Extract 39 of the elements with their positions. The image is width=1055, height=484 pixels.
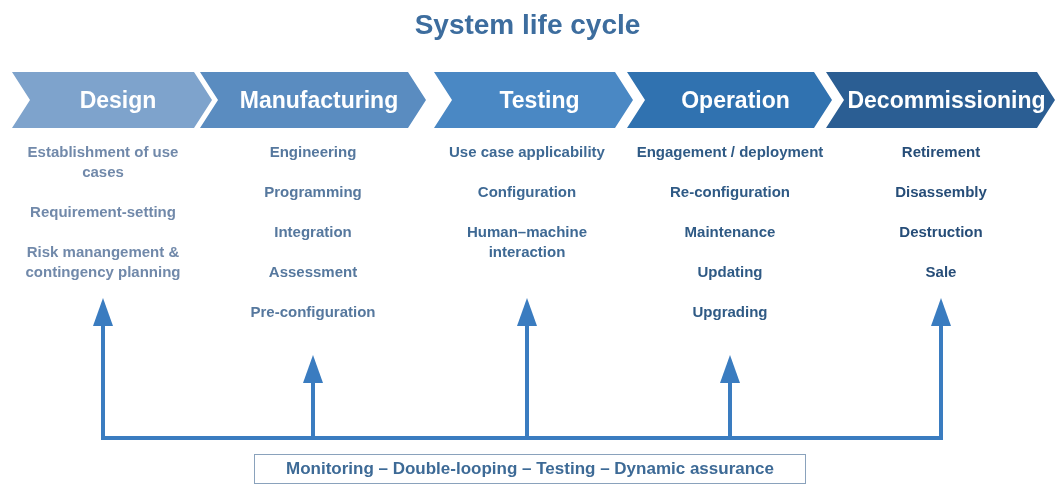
activity-text: Maintenance: [684, 222, 776, 242]
arrow: [517, 298, 537, 438]
activity-text: Pre-configuration: [250, 302, 376, 322]
chevron-step: [200, 72, 426, 128]
activity-text: Updating: [697, 262, 763, 282]
activity-text: Retirement: [901, 142, 981, 162]
activity-text: Engineering: [269, 142, 357, 162]
activity-text: Re-configuration: [670, 182, 790, 202]
activity-text: Upgrading: [692, 302, 768, 322]
trunk-line: [101, 436, 943, 440]
activity-text: Disassembly: [895, 182, 987, 202]
chevron-step: [12, 72, 212, 128]
activity-text: Engagement / deployment: [636, 142, 824, 162]
activity-text: Sale: [925, 262, 957, 282]
assurance-box: [254, 454, 806, 484]
activity-text: Requirement-setting: [30, 202, 176, 222]
activity-text: Use case applicability: [449, 142, 605, 162]
activity-text: Integration: [274, 222, 352, 242]
activity-text: Programming: [264, 182, 362, 202]
chevron-step: [627, 72, 832, 128]
activity-text: Human–machine interaction: [465, 222, 588, 262]
step-title: Decommissioning: [846, 85, 1046, 115]
activity-text: Destruction: [899, 222, 983, 242]
arrow: [720, 355, 740, 438]
chevron-step: [434, 72, 633, 128]
arrow: [303, 355, 323, 438]
assurance-text: Monitoring – Double-looping – Testing – Dynamic assurance: [286, 458, 774, 481]
activity-text: Risk manangement & contingency planning: [24, 242, 182, 282]
step-title: Operation: [680, 85, 790, 115]
diagram-title: System life cycle: [413, 8, 642, 42]
activity-text: Configuration: [477, 182, 577, 202]
step-title: Testing: [498, 85, 580, 115]
activity-text: Assessment: [268, 262, 358, 282]
arrow: [931, 298, 951, 438]
chevron-step: [826, 72, 1055, 128]
step-title: Design: [78, 85, 157, 115]
arrow: [93, 298, 113, 438]
step-title: Manufacturing: [238, 85, 399, 115]
activity-text: Establishment of use cases: [26, 142, 180, 182]
